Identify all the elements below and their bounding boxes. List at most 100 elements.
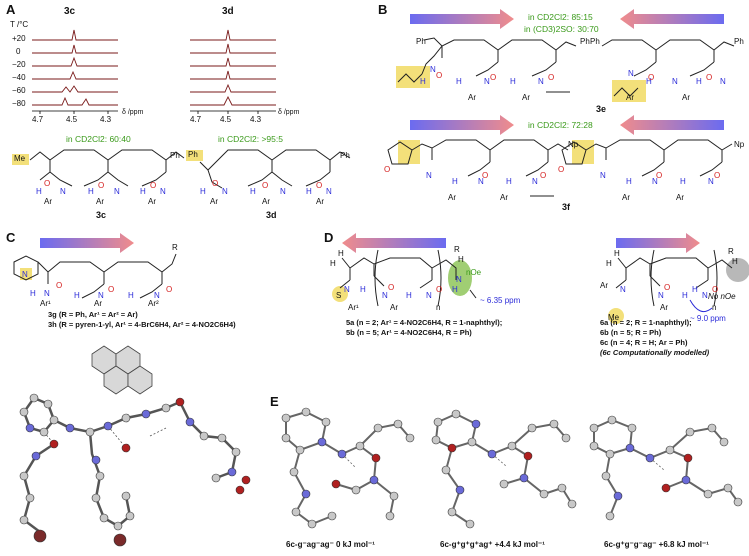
svg-text:Ar: Ar [626,93,634,102]
highlight-pyrrolidinone-left [398,140,420,164]
svg-text:N: N [154,291,160,300]
svg-text:n: n [436,303,440,312]
caption-6a: 6a (n = 2; R = 1-naphthyl); [600,318,692,327]
svg-text:N: N [22,270,28,279]
svg-text:N: N [426,291,432,300]
caption-3g: 3g (R = Ph, Ar¹ = Ar² = Ar) [48,310,138,319]
ppm-axis-label: δ /ppm [278,109,300,116]
svg-text:O: O [56,281,62,290]
spectrum-3c-0 [32,44,118,54]
svg-text:N: N [600,171,606,180]
svg-text:N: N [426,171,432,180]
svg-text:O: O [384,165,390,174]
svg-text:Ar: Ar [622,193,630,202]
svg-text:H: H [250,187,256,196]
svg-text:H: H [36,187,42,196]
svg-text:O: O [490,73,496,82]
svg-text:Ar¹: Ar¹ [348,303,359,312]
caption-5b: 5b (n = 5; Ar¹ = 4-NO2C6H4, R = Ph) [346,328,472,337]
svg-text:H: H [452,285,458,294]
svg-text:Ar: Ar [660,303,668,312]
panel-label-c: C [6,230,16,245]
arrow-right-c [40,233,134,253]
svg-text:Ph: Ph [340,151,350,160]
highlight-noe [448,260,472,296]
svg-text:N: N [326,187,332,196]
svg-text:H: H [140,187,146,196]
svg-text:O: O [548,73,554,82]
ratio-3c: in CD2Cl2: 60:40 [66,134,131,144]
svg-text:N: N [538,77,544,86]
svg-text:H: H [626,177,632,186]
svg-text:N: N [484,77,490,86]
conformer-models [281,407,743,529]
compound-label-3e: 3e [596,104,607,114]
svg-text:O: O [166,285,172,294]
substituent-me: Me [14,154,26,163]
temp-label: −80 [12,99,26,108]
temp-label: −60 [12,86,26,95]
svg-text:H: H [732,257,738,266]
energy-label-conformer-1: 6c-g⁻ag⁻ag⁻ 0 kJ mol⁻¹ [286,540,375,549]
svg-text:H: H [456,77,462,86]
svg-text:H: H [74,291,80,300]
conformer-atoms [281,407,743,529]
svg-text:Ar: Ar [600,281,608,290]
svg-text:O: O [108,285,114,294]
svg-text:O: O [714,171,720,180]
svg-text:H: H [338,249,344,258]
svg-text:Ph: Ph [580,37,590,46]
temp-label: 0 [16,47,21,56]
svg-text:N: N [160,187,166,196]
arrow-right-3f [410,115,514,135]
svg-text:H: H [458,255,464,264]
tick-label: 4.7 [32,115,44,124]
spectrum-3d-minus60 [190,83,276,93]
svg-text:Ph: Ph [590,37,600,46]
svg-text:N: N [382,291,388,300]
svg-text:O: O [44,179,50,188]
spectrum-3c-plus20 [32,29,118,41]
panel-label-e: E [270,394,279,409]
svg-text:H: H [452,177,458,186]
svg-text:Ar: Ar [210,197,218,206]
ppm-axis-label: δ /ppm [122,109,144,116]
svg-text:H: H [606,259,612,268]
svg-text:H: H [692,285,698,294]
svg-text:O: O [150,181,156,190]
highlight-no-noe [726,258,749,282]
tick-label: 4.7 [190,115,202,124]
highlight-butyl-left [396,66,430,88]
caption-6c-note: (6c Computationally modelled) [600,348,710,357]
tick-label: 4.5 [66,115,78,124]
svg-text:Ar: Ar [262,197,270,206]
caption-6c: 6c (n = 4; R = H; Ar = Ph) [600,338,688,347]
svg-text:Ar: Ar [682,93,690,102]
svg-text:Me: Me [608,313,620,322]
panel-label-b: B [378,2,388,17]
compound-label-3d: 3d [266,210,277,220]
svg-text:N: N [658,291,664,300]
temp-label: +20 [12,34,26,43]
svg-text:N: N [708,177,714,186]
svg-text:H: H [510,77,516,86]
svg-text:N: N [702,291,708,300]
crystal-structure-3h [19,345,251,547]
svg-text:R: R [454,245,460,254]
spectrum-3d-minus20 [190,57,276,67]
svg-text:N: N [672,77,678,86]
spectrum-3c-minus20 [32,56,118,67]
svg-text:Ar¹: Ar¹ [40,299,51,308]
highlight-me [12,154,29,165]
ratio-3e-cd2cl2: in CD2Cl2: 85:15 [528,12,593,22]
svg-text:N: N [652,177,658,186]
svg-text:H: H [506,177,512,186]
svg-text:H: H [406,291,412,300]
substituent-ph: Ph [188,150,198,159]
spectrum-3c-minus80 [32,96,118,106]
svg-text:Ar: Ar [316,197,324,206]
tick-label: 4.5 [220,115,232,124]
